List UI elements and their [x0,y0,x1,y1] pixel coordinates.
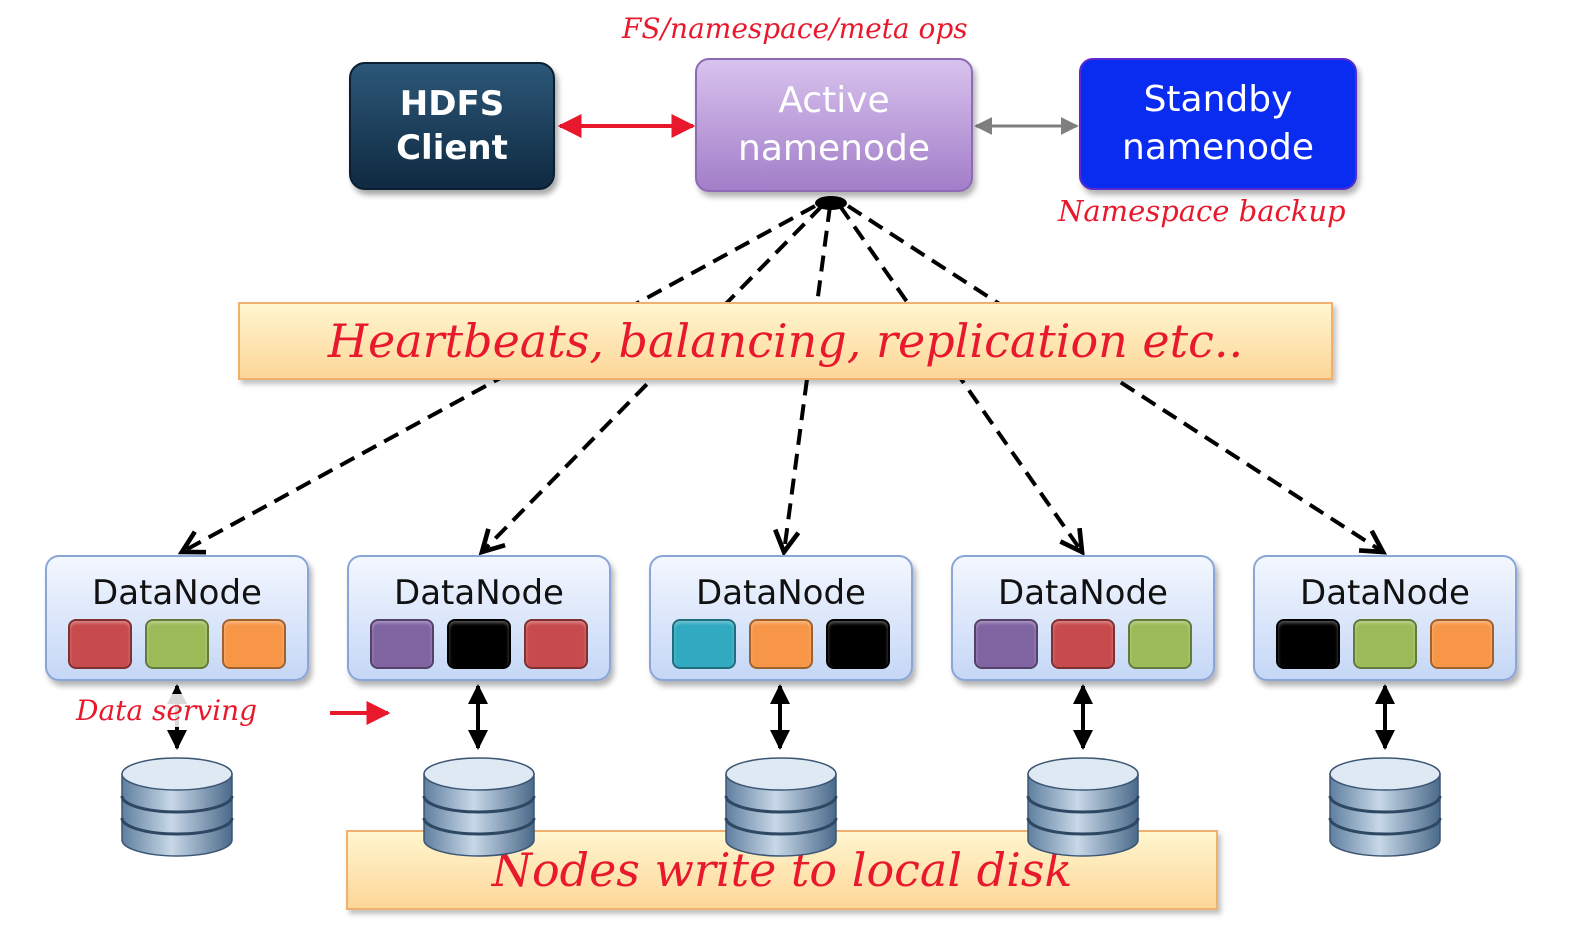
data-block-3 [1430,619,1494,669]
datanode-blocks [651,619,911,669]
data-block-1 [370,619,434,669]
data-block-2 [1051,619,1115,669]
active-namenode-line1: Active [778,80,890,121]
data-block-1 [1276,619,1340,669]
datanode-title: DataNode [998,573,1168,613]
datanode-blocks [349,619,609,669]
hdfs-client-line1: HDFS [399,84,505,124]
data-block-2 [145,619,209,669]
data-block-3 [524,619,588,669]
heartbeat-link-2 [482,204,824,552]
datanode-box-5: DataNode [1253,555,1517,681]
active-namenode-line2: namenode [738,128,930,169]
heartbeat-link-5 [846,204,1383,552]
datanode-blocks [1255,619,1515,669]
active-namenode-box: Active namenode [695,58,973,192]
hdfs-client-line2: Client [396,128,508,168]
disk-icon [120,757,234,857]
datanode-box-3: DataNode [649,555,913,681]
hdfs-client-box: HDFS Client [349,62,555,190]
datanode-title: DataNode [1300,573,1470,613]
standby-namenode-box: Standby namenode [1079,58,1357,190]
data-block-3 [826,619,890,669]
datanode-box-1: DataNode [45,555,309,681]
datanode-blocks [47,619,307,669]
namespace-backup-annotation: Namespace backup [1058,194,1346,228]
data-block-1 [974,619,1038,669]
fs-ops-annotation: FS/namespace/meta ops [622,12,968,45]
datanode-box-4: DataNode [951,555,1215,681]
data-block-2 [447,619,511,669]
datanode-title: DataNode [394,573,564,613]
heartbeats-banner: Heartbeats, balancing, replication etc.. [238,302,1333,380]
standby-namenode-line1: Standby [1143,79,1293,120]
datanode-box-2: DataNode [347,555,611,681]
disk-icon [724,757,838,857]
heartbeat-link-3 [784,205,832,552]
heartbeats-banner-text: Heartbeats, balancing, replication etc.. [327,314,1244,368]
disk-icon [1328,757,1442,857]
standby-namenode-line2: namenode [1122,127,1314,168]
datanode-title: DataNode [696,573,866,613]
data-serving-annotation: Data serving [76,694,258,727]
heartbeat-hub [815,196,847,210]
data-block-2 [1353,619,1417,669]
data-block-1 [672,619,736,669]
data-block-3 [222,619,286,669]
data-block-2 [749,619,813,669]
data-block-3 [1128,619,1192,669]
disk-icon [422,757,536,857]
datanode-blocks [953,619,1213,669]
disk-icon [1026,757,1140,857]
data-block-1 [68,619,132,669]
datanode-title: DataNode [92,573,262,613]
